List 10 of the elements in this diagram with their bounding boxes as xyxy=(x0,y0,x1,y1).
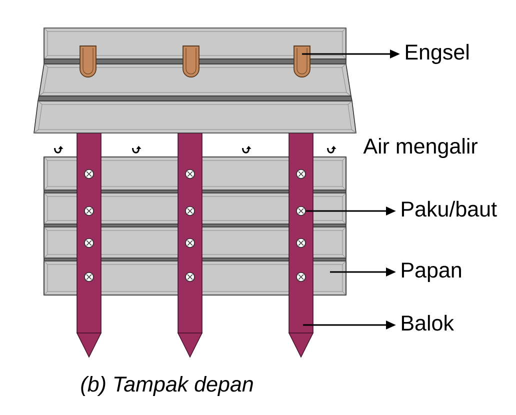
bolt xyxy=(296,206,306,216)
hinge xyxy=(294,46,310,78)
part-label: Paku/baut xyxy=(402,200,497,217)
part-label: Balok xyxy=(402,314,454,331)
hinge xyxy=(80,46,96,78)
label: Air mengalir xyxy=(363,138,478,158)
hinge xyxy=(182,46,200,78)
part-label: Engsel xyxy=(406,44,468,64)
caption: (b) Tampak depan xyxy=(81,376,253,396)
part-label: Papan xyxy=(402,262,461,282)
